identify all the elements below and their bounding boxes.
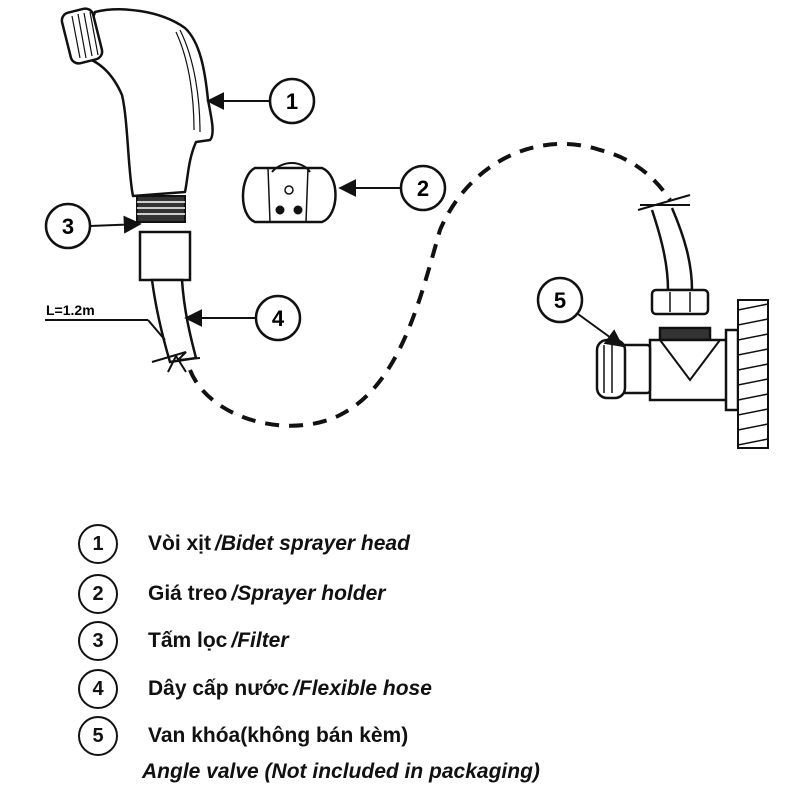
legend-item-1: 1 Vòi xịt /Bidet sprayer head bbox=[78, 524, 410, 564]
callout-3: 3 bbox=[44, 202, 142, 250]
callout-5: 5 bbox=[536, 276, 624, 348]
sprayer-holder-drawing bbox=[241, 162, 337, 224]
callout-4: 4 bbox=[184, 294, 302, 342]
callout-2: 2 bbox=[338, 164, 447, 212]
legend-label-en: /Sprayer holder bbox=[231, 582, 386, 605]
flexible-hose-drawing bbox=[45, 141, 672, 428]
callout-1-number: 1 bbox=[286, 89, 298, 114]
legend-label-vn: Van khóa(không bán kèm) bbox=[148, 724, 409, 747]
legend-item-2: 2 Giá treo /Sprayer holder bbox=[78, 574, 385, 614]
legend-label-vn: Dây cấp nước bbox=[148, 677, 290, 700]
callout-3-number: 3 bbox=[62, 214, 74, 239]
legend-number-badge: 3 bbox=[78, 621, 118, 661]
legend-number-badge: 5 bbox=[78, 716, 118, 756]
legend-item-4: 4 Dây cấp nước /Flexible hose bbox=[78, 669, 432, 709]
legend-item-3: 3 Tấm lọc /Filter bbox=[78, 621, 289, 661]
installation-diagram: L=1.2m 1 2 3 4 5 bbox=[44, 7, 769, 449]
legend-label-vn: Vòi xịt bbox=[148, 532, 212, 555]
legend-item-5-en: Angle valve (Not included in packaging) bbox=[142, 760, 540, 783]
legend-number-badge: 1 bbox=[78, 524, 118, 564]
callout-5-number: 5 bbox=[554, 288, 566, 313]
legend-label-en: /Flexible hose bbox=[293, 677, 432, 700]
legend-item-5: 5 Van khóa(không bán kèm) bbox=[78, 716, 408, 756]
legend-number-badge: 2 bbox=[78, 574, 118, 614]
legend-label-en: /Filter bbox=[231, 629, 289, 652]
legend-label-vn: Giá treo bbox=[148, 582, 228, 605]
sprayer-head-drawing bbox=[60, 7, 214, 198]
legend-label-en: /Bidet sprayer head bbox=[215, 532, 410, 555]
legend-number-badge: 4 bbox=[78, 669, 118, 709]
legend-label-vn: Tấm lọc bbox=[148, 629, 228, 652]
callout-1: 1 bbox=[206, 77, 316, 125]
callout-4-number: 4 bbox=[272, 306, 285, 331]
hose-length-label: L=1.2m bbox=[46, 302, 95, 318]
callout-2-number: 2 bbox=[417, 176, 429, 201]
filter-drawing bbox=[136, 195, 192, 282]
angle-valve-drawing bbox=[595, 194, 769, 449]
